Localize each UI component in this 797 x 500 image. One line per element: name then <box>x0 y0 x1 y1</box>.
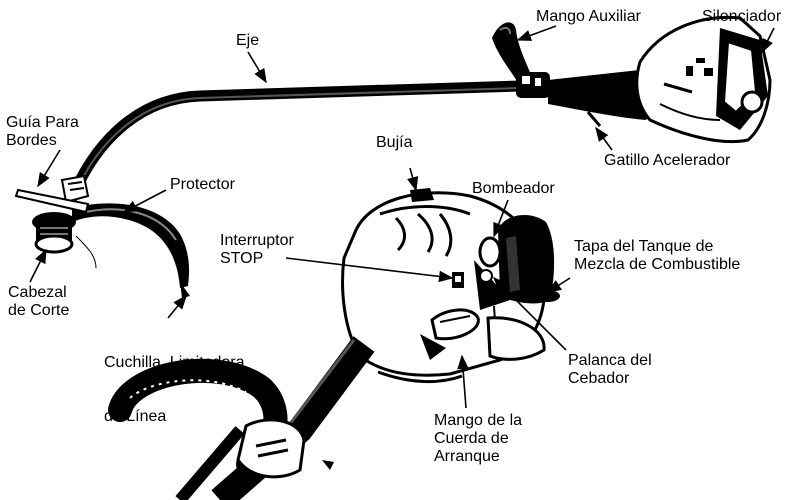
arrow-icon <box>29 248 47 283</box>
primer-bulb <box>478 236 502 268</box>
label-mango-cuerda: Mango de la Cuerda de Arranque <box>434 412 522 466</box>
label-mango-cuerda-line-2: Cuerda de <box>434 430 509 447</box>
arrow-icon <box>595 126 613 151</box>
line-guard <box>72 203 190 288</box>
arrow-icon <box>285 257 454 283</box>
label-palanca-cebador: Palanca del Cebador <box>568 352 652 388</box>
label-guia-para-bordes: Guía Para Bordes <box>6 114 79 150</box>
label-cabezal-line-2: de Corte <box>8 302 70 319</box>
shaft <box>66 80 526 204</box>
auxiliary-handle <box>492 22 534 86</box>
arrow-icon <box>516 25 557 41</box>
label-tapa-line-2: Mezcla de Combustible <box>574 256 741 273</box>
label-interruptor-line-1: Interruptor <box>220 232 294 249</box>
label-gatillo-acelerador: Gatillo Acelerador <box>604 152 731 169</box>
arrow-icon <box>493 199 509 238</box>
arrow-icon <box>247 51 267 84</box>
throttle-housing <box>548 70 650 120</box>
label-cabezal-de-corte: Cabezal de Corte <box>8 284 69 320</box>
label-bombeador: Bombeador <box>472 180 555 197</box>
edging-guide <box>14 188 90 214</box>
label-cuchilla-line-1: Cuchilla Limitadora <box>104 354 245 371</box>
label-palanca-line-2: Cebador <box>568 370 630 387</box>
label-interruptor-stop: Interruptor STOP <box>220 232 294 268</box>
label-tapa-line-1: Tapa del Tanque de <box>574 238 714 255</box>
label-protector: Protector <box>170 176 235 193</box>
label-mango-cuerda-line-1: Mango de la <box>434 412 523 429</box>
arrow-icon <box>37 149 61 188</box>
label-palanca-line-1: Palanca del <box>568 352 652 369</box>
arrow-icon <box>167 294 187 319</box>
arrow-icon <box>546 277 571 293</box>
arrow-icon <box>492 276 567 351</box>
arrow-icon <box>457 354 469 409</box>
label-guia-line-2: Bordes <box>6 132 57 149</box>
leader-arrows <box>29 25 775 409</box>
label-mango-auxiliar: Mango Auxiliar <box>536 8 641 25</box>
handle-clamp <box>516 72 550 98</box>
label-guia-line-1: Guía Para <box>6 114 79 131</box>
arrow-icon <box>761 27 775 54</box>
label-cuchilla-line-2: de Línea <box>104 408 167 425</box>
label-eje: Eje <box>236 32 260 49</box>
arrow-icon <box>122 189 167 213</box>
label-cuchilla-limitadora: Cuchilla Limitadora de Línea <box>104 318 245 444</box>
label-interruptor-line-2: STOP <box>220 250 264 267</box>
label-cabezal-line-1: Cabezal <box>8 284 67 301</box>
label-bujia: Bujía <box>376 134 413 151</box>
label-silenciador: Silenciador <box>702 8 782 25</box>
label-mango-cuerda-line-3: Arranque <box>434 448 500 465</box>
label-tapa-tanque: Tapa del Tanque de Mezcla de Combustible <box>574 238 740 274</box>
arrow-icon <box>407 167 419 192</box>
handle-clamp-lower <box>236 418 306 479</box>
